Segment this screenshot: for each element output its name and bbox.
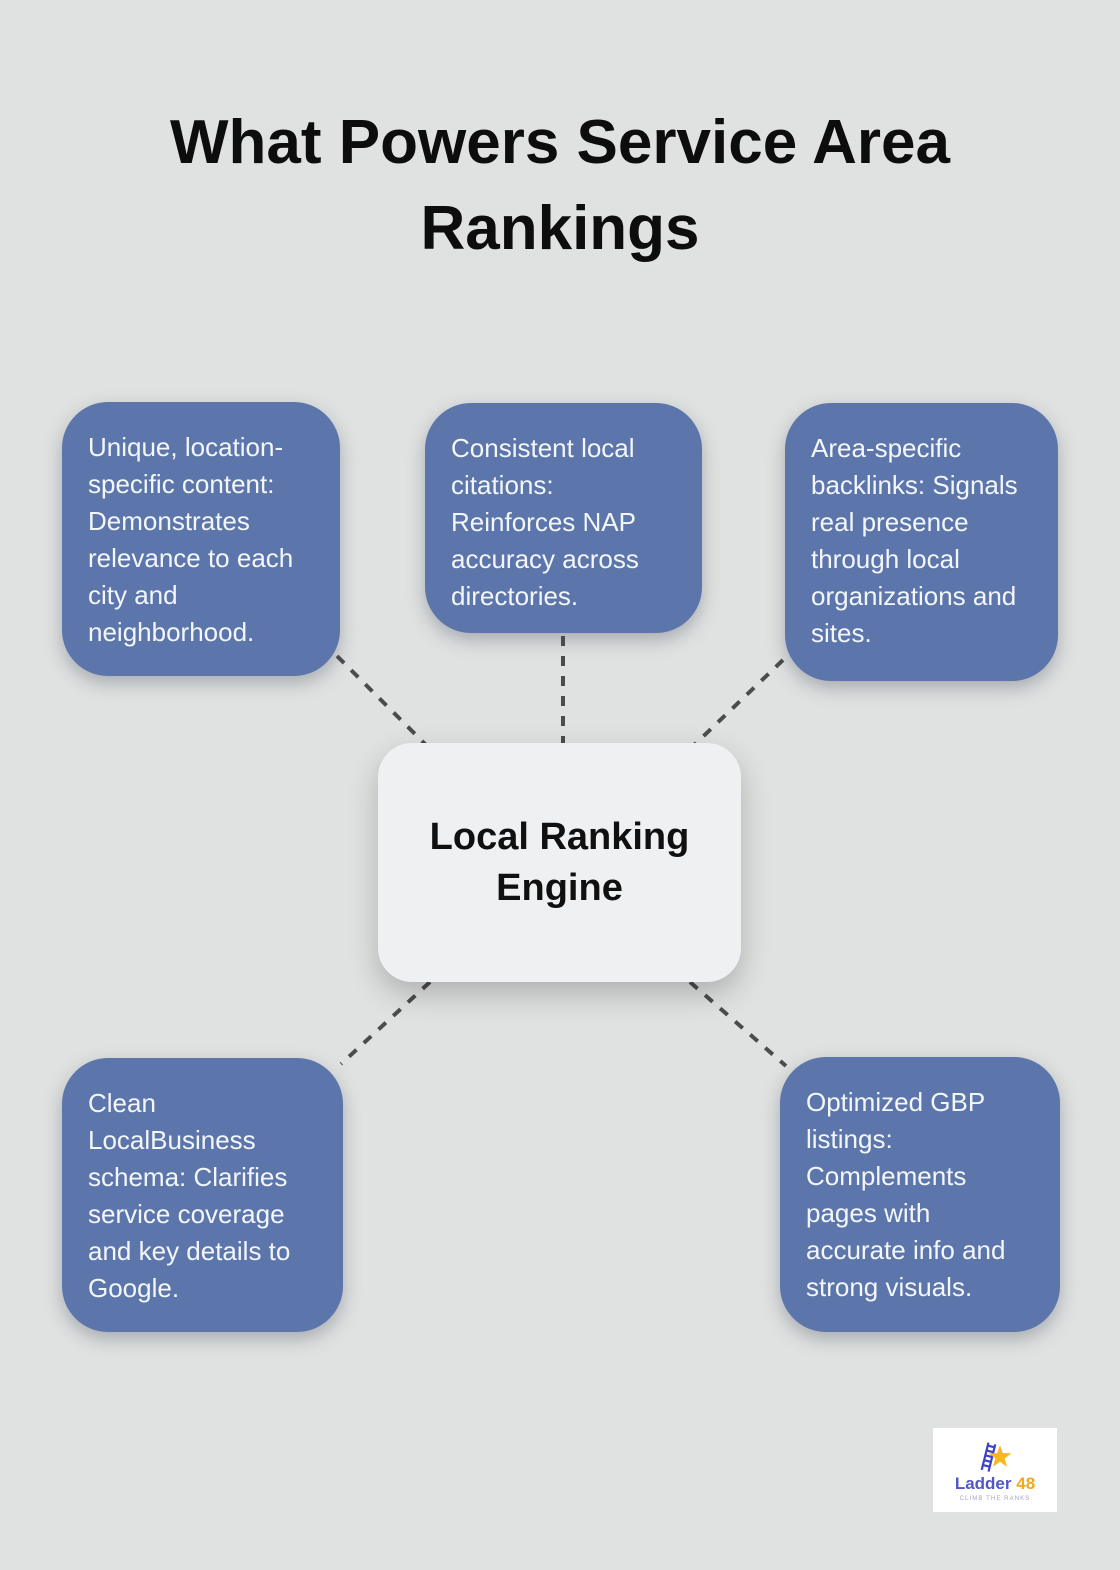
factor-text-local-citations: Consistent local citations: Reinforces N… — [451, 433, 639, 611]
factor-text-area-backlinks: Area-specific backlinks: Signals real pr… — [811, 433, 1018, 648]
factor-text-localbusiness-schema: Clean LocalBusiness schema: Clarifies se… — [88, 1088, 291, 1303]
ladder-star-icon — [980, 1442, 1012, 1472]
star-icon — [988, 1444, 1012, 1467]
center-node: Local Ranking Engine — [378, 743, 741, 982]
factor-text-gbp-listings: Optimized GBP listings: Complements page… — [806, 1087, 1006, 1302]
center-node-label: Local Ranking Engine — [429, 816, 690, 909]
factor-card-local-citations: Consistent local citations: Reinforces N… — [425, 403, 702, 633]
factor-card-gbp-listings: Optimized GBP listings: Complements page… — [780, 1057, 1060, 1332]
connector-bottom-left — [339, 980, 432, 1066]
factor-card-unique-content: Unique, location-specific content: Demon… — [62, 402, 340, 676]
connector-top-right — [688, 658, 785, 751]
page-title: What Powers Service Area Rankings — [170, 108, 950, 263]
factor-card-localbusiness-schema: Clean LocalBusiness schema: Clarifies se… — [62, 1058, 343, 1332]
brand-tagline: CLIMB THE RANKS — [959, 1496, 1031, 1503]
brand-number: 48 — [1016, 1473, 1036, 1493]
factor-text-unique-content: Unique, location-specific content: Demon… — [88, 432, 294, 647]
brand-name: Ladder — [954, 1473, 1012, 1493]
connector-bottom-right — [688, 980, 788, 1068]
brand-wordmark: Ladder 48 — [954, 1473, 1036, 1494]
brand-logo: Ladder 48 CLIMB THE RANKS — [933, 1428, 1057, 1512]
factor-card-area-backlinks: Area-specific backlinks: Signals real pr… — [785, 403, 1058, 681]
ladder-icon — [980, 1442, 997, 1472]
connector-top-left — [335, 654, 432, 751]
